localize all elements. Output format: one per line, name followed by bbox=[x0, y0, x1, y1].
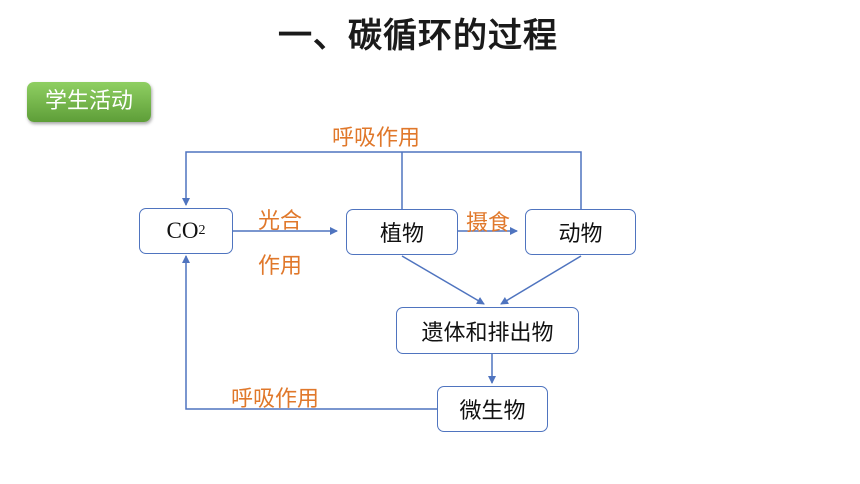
feeding-label: 摄食 bbox=[466, 211, 511, 236]
respiration-loop-bottom bbox=[182, 255, 437, 410]
co2-main-text: CO bbox=[166, 218, 199, 243]
page-title: 一、碳循环的过程 bbox=[278, 16, 558, 56]
student-activity-badge: 学生活动 bbox=[27, 82, 151, 122]
node-animal: 动物 bbox=[525, 209, 636, 255]
remains-label: 遗体和排出物 bbox=[421, 320, 554, 346]
node-microbe: 微生物 bbox=[437, 386, 548, 432]
node-remains: 遗体和排出物 bbox=[396, 307, 579, 354]
respiration-label-bottom: 呼吸作用 bbox=[231, 387, 320, 412]
node-plant: 植物 bbox=[346, 209, 458, 255]
plant-to-remains-arrow bbox=[401, 255, 485, 305]
respiration-label-top: 呼吸作用 bbox=[332, 126, 421, 151]
animal-label: 动物 bbox=[558, 222, 603, 247]
co2-subscript: 2 bbox=[198, 223, 206, 238]
photosynthesis-label-line2: 作用 bbox=[258, 254, 303, 279]
animal-to-remains-arrow bbox=[500, 255, 582, 305]
microbe-label: 微生物 bbox=[459, 399, 526, 424]
plant-label: 植物 bbox=[379, 222, 424, 247]
photosynthesis-label-line1: 光合 bbox=[258, 209, 303, 234]
respiration-loop-top bbox=[182, 151, 582, 209]
